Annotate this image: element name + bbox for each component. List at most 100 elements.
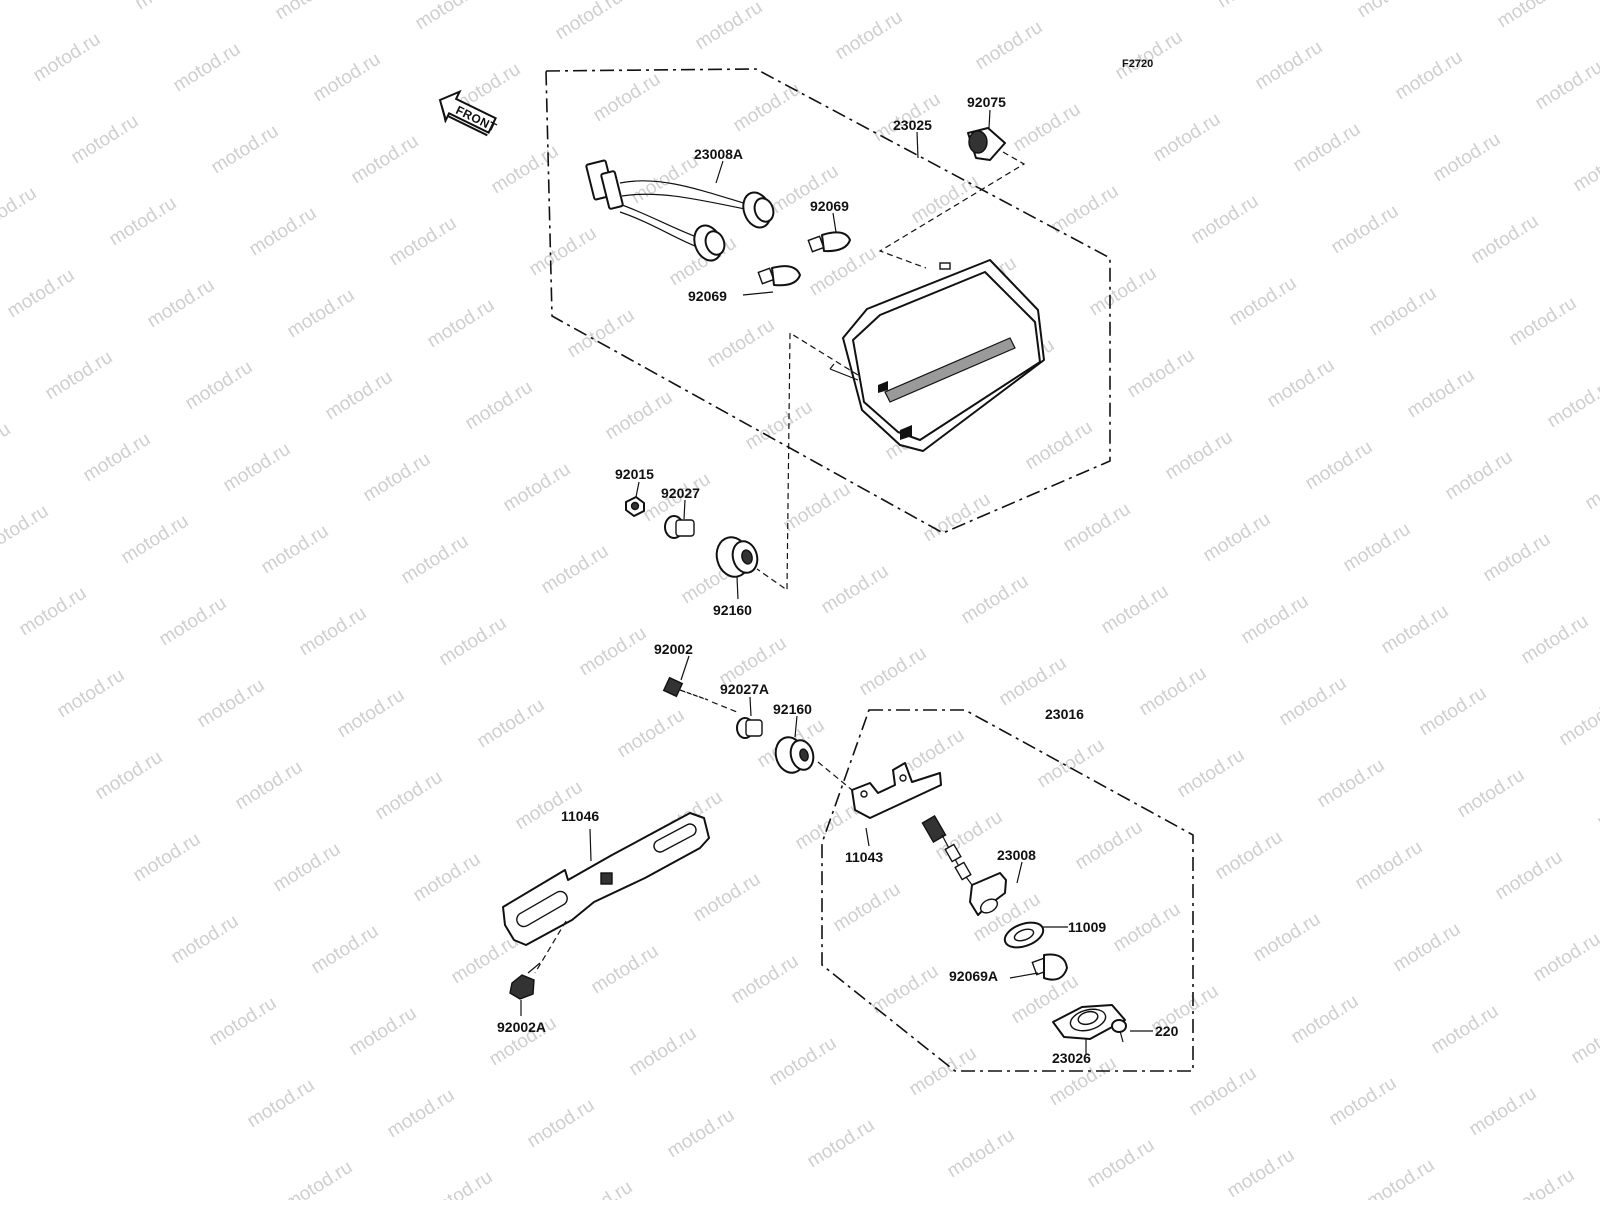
watermark-text: motod.ru [1556,693,1600,751]
watermark-text: motod.ru [1060,499,1135,557]
watermark-text: motod.ru [1532,57,1600,115]
watermark-text: motod.ru [1276,673,1351,731]
part-23025-tail-lamp-icon [829,259,1045,452]
watermark-text: motod.ru [206,993,281,1051]
watermark-text: motod.ru [436,613,511,671]
watermark-text: motod.ru [1010,99,1085,157]
watermark-text: motod.ru [16,583,91,641]
watermark-text: motod.ru [1582,457,1600,515]
part-92075-icon [967,109,1006,161]
watermark-text: motod.ru [780,479,855,537]
watermark-text: motod.ru [1570,139,1600,197]
part-92160-upper-grommet-icon [715,536,759,600]
watermark-text: motod.ru [1288,991,1363,1049]
watermark-text: motod.ru [1480,529,1555,587]
watermark-text: motod.ru [1098,581,1173,639]
watermark-text: motod.ru [1390,919,1465,977]
watermark-text: motod.ru [996,653,1071,711]
watermark-text: motod.ru [1314,755,1389,813]
watermark-text: motod.ru [602,387,677,445]
watermark-text: motod.ru [384,1085,459,1143]
watermark-text: motod.ru [118,511,193,569]
watermark-text: motod.ru [1136,663,1211,721]
watermark-text: motod.ru [1186,1063,1261,1121]
watermark-text: motod.ru [1214,0,1289,12]
label-23008A: 23008A [694,146,743,162]
label-92027: 92027 [661,485,700,501]
watermark-text: motod.ru [526,223,601,281]
watermark-text: motod.ru [1366,283,1441,341]
watermark-text: motod.ru [1022,417,1097,475]
watermark-text: motod.ru [1404,365,1479,423]
label-220: 220 [1155,1023,1179,1039]
watermark-text: motod.ru [1466,1083,1541,1141]
watermark-text: motod.ru [1034,735,1109,793]
watermark-text: motod.ru [626,1023,701,1081]
part-92069-lower-bulb-icon [742,265,801,296]
watermark-text: motod.ru [1568,1011,1600,1069]
watermark-text: motod.ru [562,1177,637,1200]
watermark-text: motod.ru [512,777,587,835]
watermark-text: motod.ru [1468,211,1543,269]
watermark-text: motod.ru [524,1095,599,1153]
watermark-text: motod.ru [664,1105,739,1163]
watermark-text: motod.ru [156,593,231,651]
watermark-text: motod.ru [920,489,995,547]
watermark-text: motod.ru [1162,427,1237,485]
watermark-text: motod.ru [310,49,385,107]
watermark-text: motod.ru [132,0,207,14]
watermark-text: motod.ru [1150,109,1225,167]
watermark-text: motod.ru [1074,0,1149,2]
watermark-text: motod.ru [1328,201,1403,259]
watermark-text: motod.ru [488,141,563,199]
watermark-text: motod.ru [1454,765,1529,823]
watermark-text: motod.ru [1428,1001,1503,1059]
watermark-text: motod.ru [1110,899,1185,957]
watermark-text: motod.ru [1226,273,1301,331]
watermark-text: motod.ru [908,171,983,229]
watermark-text: motod.ru [80,429,155,487]
watermark-text: motod.ru [92,747,167,805]
watermark-text: motod.ru [348,131,423,189]
part-92027-collar-icon [664,499,695,539]
watermark-text: motod.ru [1594,775,1600,833]
watermark-text: motod.ru [1530,929,1600,987]
watermark-text: motod.ru [42,347,117,405]
part-92002-bolt-icon [662,655,709,701]
watermark-text: motod.ru [500,459,575,517]
watermark-text: motod.ru [1504,1165,1579,1200]
watermark-text: motod.ru [170,39,245,97]
watermark-text: motod.ru [462,377,537,435]
watermark-text: motod.ru [130,829,205,887]
watermark-text: motod.ru [1086,263,1161,321]
watermark-text: motod.ru [422,1167,497,1200]
label-11046: 11046 [561,808,599,824]
watermark-text: motod.ru [282,1157,357,1200]
part-92069A-bulb-icon [1009,953,1068,981]
watermark-text: motod.ru [194,675,269,733]
watermark-text: motod.ru [296,603,371,661]
watermark-text: motod.ru [0,101,2,159]
watermark-text: motod.ru [68,111,143,169]
label-92002A: 92002A [497,1019,546,1035]
watermark-text: motod.ru [1238,591,1313,649]
watermark-text: motod.ru [168,911,243,969]
watermark-text: motod.ru [1544,375,1600,433]
watermark-text: motod.ru [1124,345,1199,403]
watermark-text: motod.ru [1250,909,1325,967]
watermark-text: motod.ru [728,951,803,1009]
watermark-text: motod.ru [944,1125,1019,1183]
watermark-text: motod.ru [704,315,779,373]
watermark-text: motod.ru [360,449,435,507]
watermark-text: motod.ru [972,17,1047,75]
watermark-text: motod.ru [4,265,79,323]
watermark-text: motod.ru [244,1075,319,1133]
part-92002A-bolt-icon [509,962,541,1016]
watermark-text: motod.ru [1442,447,1517,505]
watermark-text: motod.ru [614,705,689,763]
watermark-text: motod.ru [1084,1135,1159,1193]
watermark-text: motod.ru [424,295,499,353]
label-92075: 92075 [967,94,1006,110]
label-92160-upper: 92160 [713,602,752,618]
part-23008-socket-icon [921,815,1023,916]
